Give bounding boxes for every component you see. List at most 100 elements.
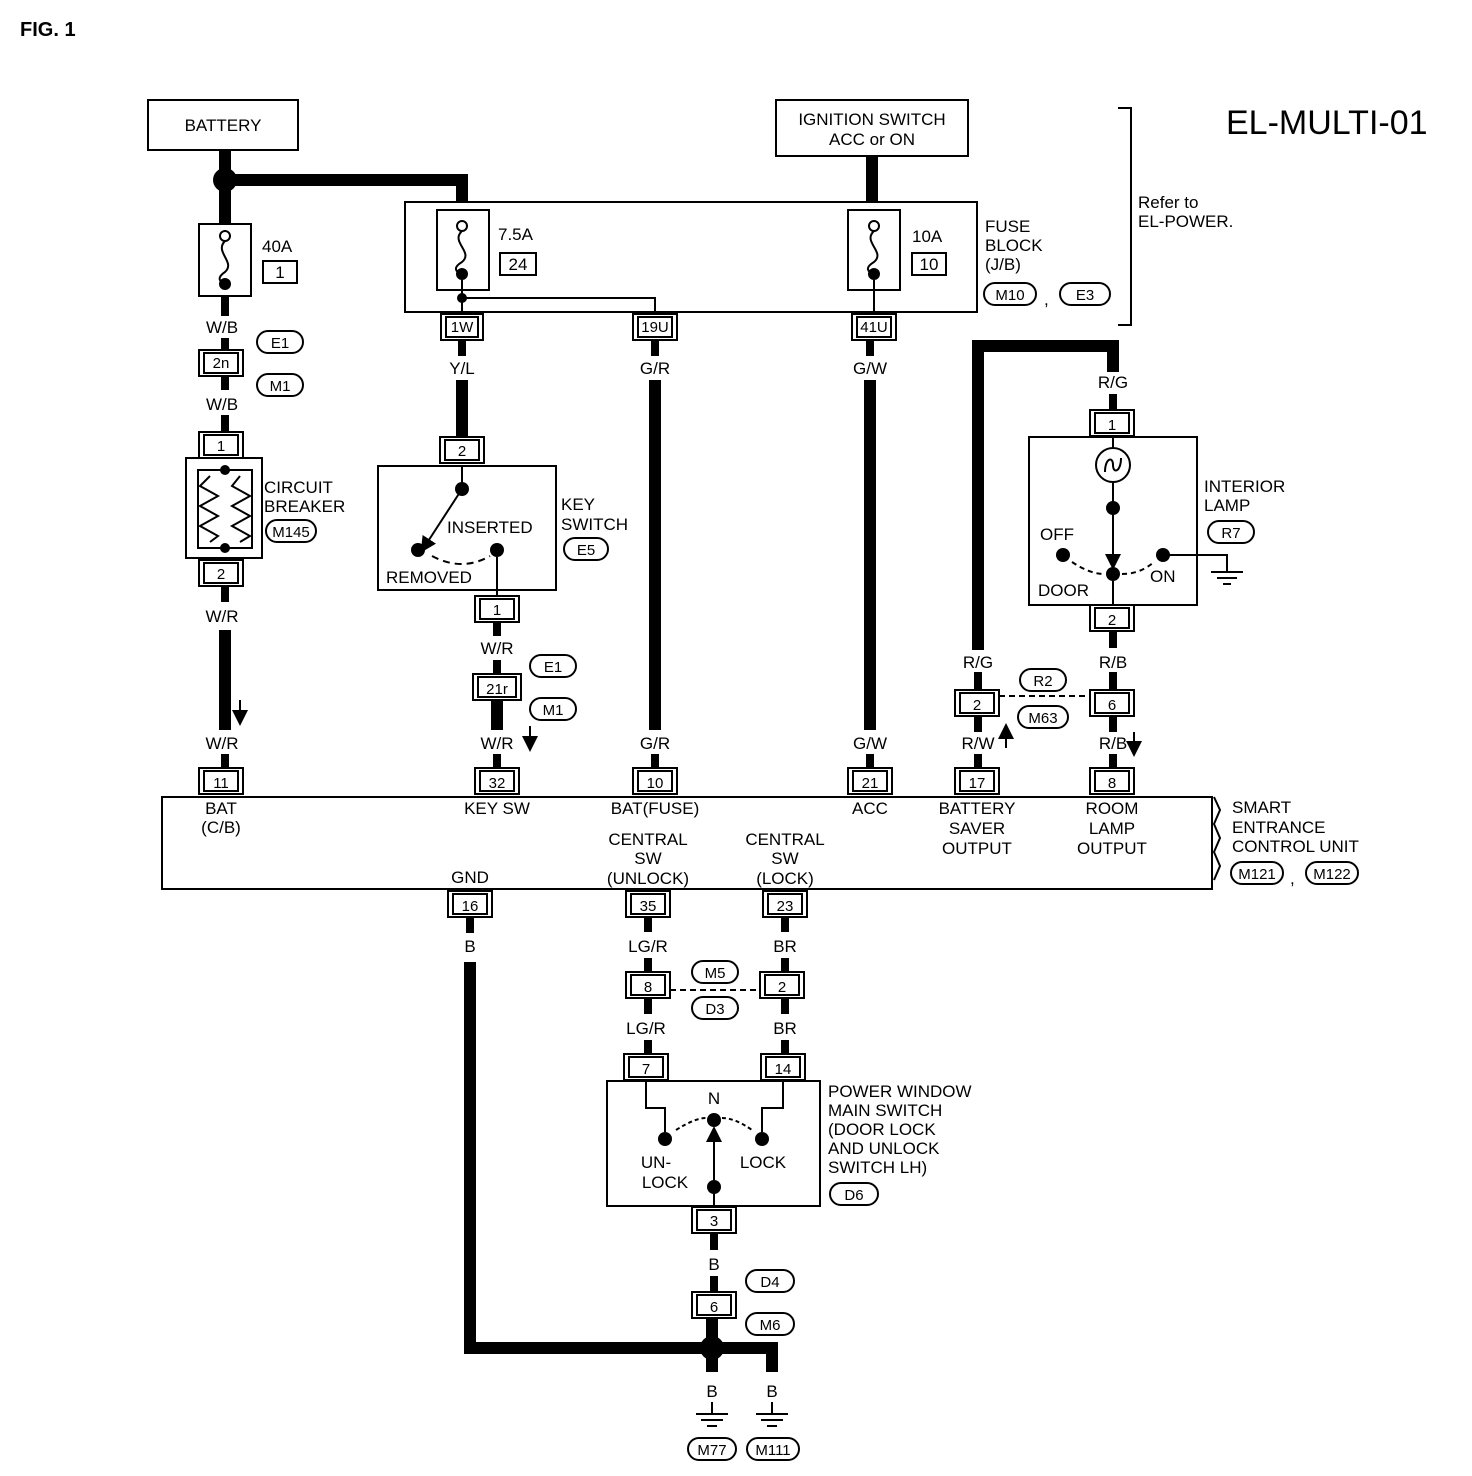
svg-text:17: 17 bbox=[969, 775, 986, 792]
ignition-switch-box bbox=[775, 99, 969, 157]
control-unit-break bbox=[1212, 796, 1222, 881]
pw-n-label: N bbox=[708, 1089, 720, 1108]
connector-e1-a-label: E1 bbox=[271, 335, 289, 352]
ecu-pin-23-label3: (LOCK) bbox=[756, 869, 814, 888]
svg-text:32: 32 bbox=[489, 775, 506, 792]
fuse-10a-top-node bbox=[868, 220, 880, 232]
svg-text:23: 23 bbox=[777, 898, 794, 915]
connector-m122-label: M122 bbox=[1313, 866, 1351, 883]
circuit-breaker-line1: CIRCUIT bbox=[264, 478, 333, 497]
wire-label-b-4: B bbox=[766, 1382, 777, 1401]
wire-label-b-1: B bbox=[464, 937, 475, 956]
fuse-40a-number-box bbox=[262, 260, 298, 284]
ignition-line1: IGNITION SWITCH bbox=[798, 110, 945, 129]
fuse-block-line3: (J/B) bbox=[985, 255, 1021, 274]
circuit-breaker-bottom-node bbox=[220, 543, 230, 553]
ecu-pin-17: 17 bbox=[954, 767, 1000, 795]
key-switch-inserted-contact bbox=[490, 543, 504, 557]
interior-lamp-line1: INTERIOR bbox=[1204, 477, 1285, 496]
svg-text:8: 8 bbox=[1108, 775, 1116, 792]
connector-badge-m10 bbox=[983, 282, 1037, 306]
wire-label-gw-1: G/W bbox=[853, 359, 887, 378]
ecu-pin-17-label3: OUTPUT bbox=[942, 839, 1012, 858]
wire-label-rb-1: R/B bbox=[1099, 653, 1127, 672]
terminal-cb-1: 1 bbox=[198, 431, 244, 459]
circuit-breaker-top-node bbox=[220, 465, 230, 475]
svg-text:2n: 2n bbox=[213, 355, 230, 372]
connector-badge-r7 bbox=[1207, 520, 1255, 544]
connector-m77-label: M77 bbox=[697, 1442, 726, 1459]
svg-text:2: 2 bbox=[217, 566, 225, 583]
ecu-pin-35-label3: (UNLOCK) bbox=[607, 869, 689, 888]
wire-label-rg-1: R/G bbox=[1098, 373, 1128, 392]
connector-badge-m1-b bbox=[529, 697, 577, 721]
control-unit-line1: SMART bbox=[1232, 798, 1291, 817]
pw-line1: POWER WINDOW bbox=[828, 1082, 972, 1101]
ecu-pin-8-label2: LAMP bbox=[1089, 819, 1135, 838]
wire-label-yl: Y/L bbox=[449, 359, 475, 378]
lamp-door-label: DOOR bbox=[1038, 581, 1089, 600]
connector-m1-a-label: M1 bbox=[270, 378, 291, 395]
ecu-pin-16: 16 bbox=[447, 890, 493, 918]
pw-travel-right bbox=[721, 1117, 753, 1131]
svg-text:1: 1 bbox=[493, 602, 501, 619]
control-unit-sep: , bbox=[1290, 869, 1295, 888]
connector-d6-label: D6 bbox=[844, 1187, 863, 1204]
connector-badge-d6 bbox=[829, 1182, 879, 1206]
pw-travel-left bbox=[675, 1117, 707, 1131]
connector-r7-label: R7 bbox=[1221, 525, 1240, 542]
ecu-pin-8-label3: OUTPUT bbox=[1077, 839, 1147, 858]
fuse-10a-number-box bbox=[911, 252, 947, 276]
fuse-40a-top-node bbox=[219, 230, 231, 242]
pw-unlock-label2: LOCK bbox=[642, 1173, 689, 1192]
lamp-filament bbox=[1104, 457, 1122, 473]
wire-label-wb-1: W/B bbox=[206, 318, 238, 337]
connector-m121-label: M121 bbox=[1238, 866, 1276, 883]
terminal-d4-6: 6 bbox=[691, 1291, 737, 1319]
connector-badge-d4 bbox=[745, 1269, 795, 1293]
svg-text:3: 3 bbox=[710, 1213, 718, 1230]
wire-b-ground-run bbox=[464, 962, 712, 1354]
svg-text:6: 6 bbox=[710, 1299, 718, 1316]
terminal-r2-2: 2 bbox=[954, 689, 1000, 717]
wire-rg-loop bbox=[972, 340, 1119, 650]
pw-lock-feed bbox=[761, 1081, 784, 1132]
ecu-pin-11-label1: BAT bbox=[205, 799, 237, 818]
connector-badge-e3 bbox=[1059, 282, 1111, 306]
key-switch-line1: KEY bbox=[561, 495, 595, 514]
pw-lock-label: LOCK bbox=[740, 1153, 787, 1172]
svg-text:21: 21 bbox=[862, 775, 879, 792]
connector-r2-label: R2 bbox=[1033, 673, 1052, 690]
interior-lamp-line2: LAMP bbox=[1204, 496, 1250, 515]
terminal-2n: 2n bbox=[198, 349, 244, 377]
wire-label-wr-3: W/R bbox=[480, 639, 513, 658]
svg-text:2: 2 bbox=[973, 697, 981, 714]
terminal-ks-1: 1 bbox=[474, 595, 520, 623]
terminal-il-2: 2 bbox=[1089, 604, 1135, 632]
fuse-block-line2: BLOCK bbox=[985, 236, 1043, 255]
ecu-pin-23-label1: CENTRAL bbox=[745, 830, 824, 849]
key-switch-removed-contact bbox=[411, 543, 425, 557]
refer-line2: EL-POWER. bbox=[1138, 212, 1233, 231]
ecu-pin-32-label1: KEY SW bbox=[464, 799, 530, 818]
key-switch-inserted-label: INSERTED bbox=[447, 518, 533, 537]
fuse-10a-bottom-node bbox=[868, 268, 880, 280]
svg-text:1: 1 bbox=[217, 438, 225, 455]
svg-text:2: 2 bbox=[1108, 612, 1116, 629]
connector-e3-label: E3 bbox=[1076, 287, 1094, 304]
fuse-7-5a-number: 24 bbox=[509, 255, 528, 274]
connector-m111-label: M111 bbox=[755, 1442, 790, 1459]
connector-badge-m1-a bbox=[256, 373, 304, 397]
connector-m63-label: M63 bbox=[1028, 710, 1057, 727]
connector-m10-label: M10 bbox=[995, 287, 1024, 304]
control-unit-line3: CONTROL UNIT bbox=[1232, 837, 1359, 856]
lamp-travel-left bbox=[1071, 561, 1105, 575]
ecu-pin-35: 35 bbox=[625, 890, 671, 918]
control-unit-box bbox=[161, 796, 1213, 890]
svg-text:6: 6 bbox=[1108, 697, 1116, 714]
fuse-40a-number: 1 bbox=[275, 263, 284, 282]
wire-label-b-3: B bbox=[706, 1382, 717, 1401]
ecu-pin-16-label1: GND bbox=[451, 868, 489, 887]
circuit-breaker-element-right bbox=[229, 475, 253, 543]
ecu-pin-17-label2: SAVER bbox=[949, 819, 1005, 838]
